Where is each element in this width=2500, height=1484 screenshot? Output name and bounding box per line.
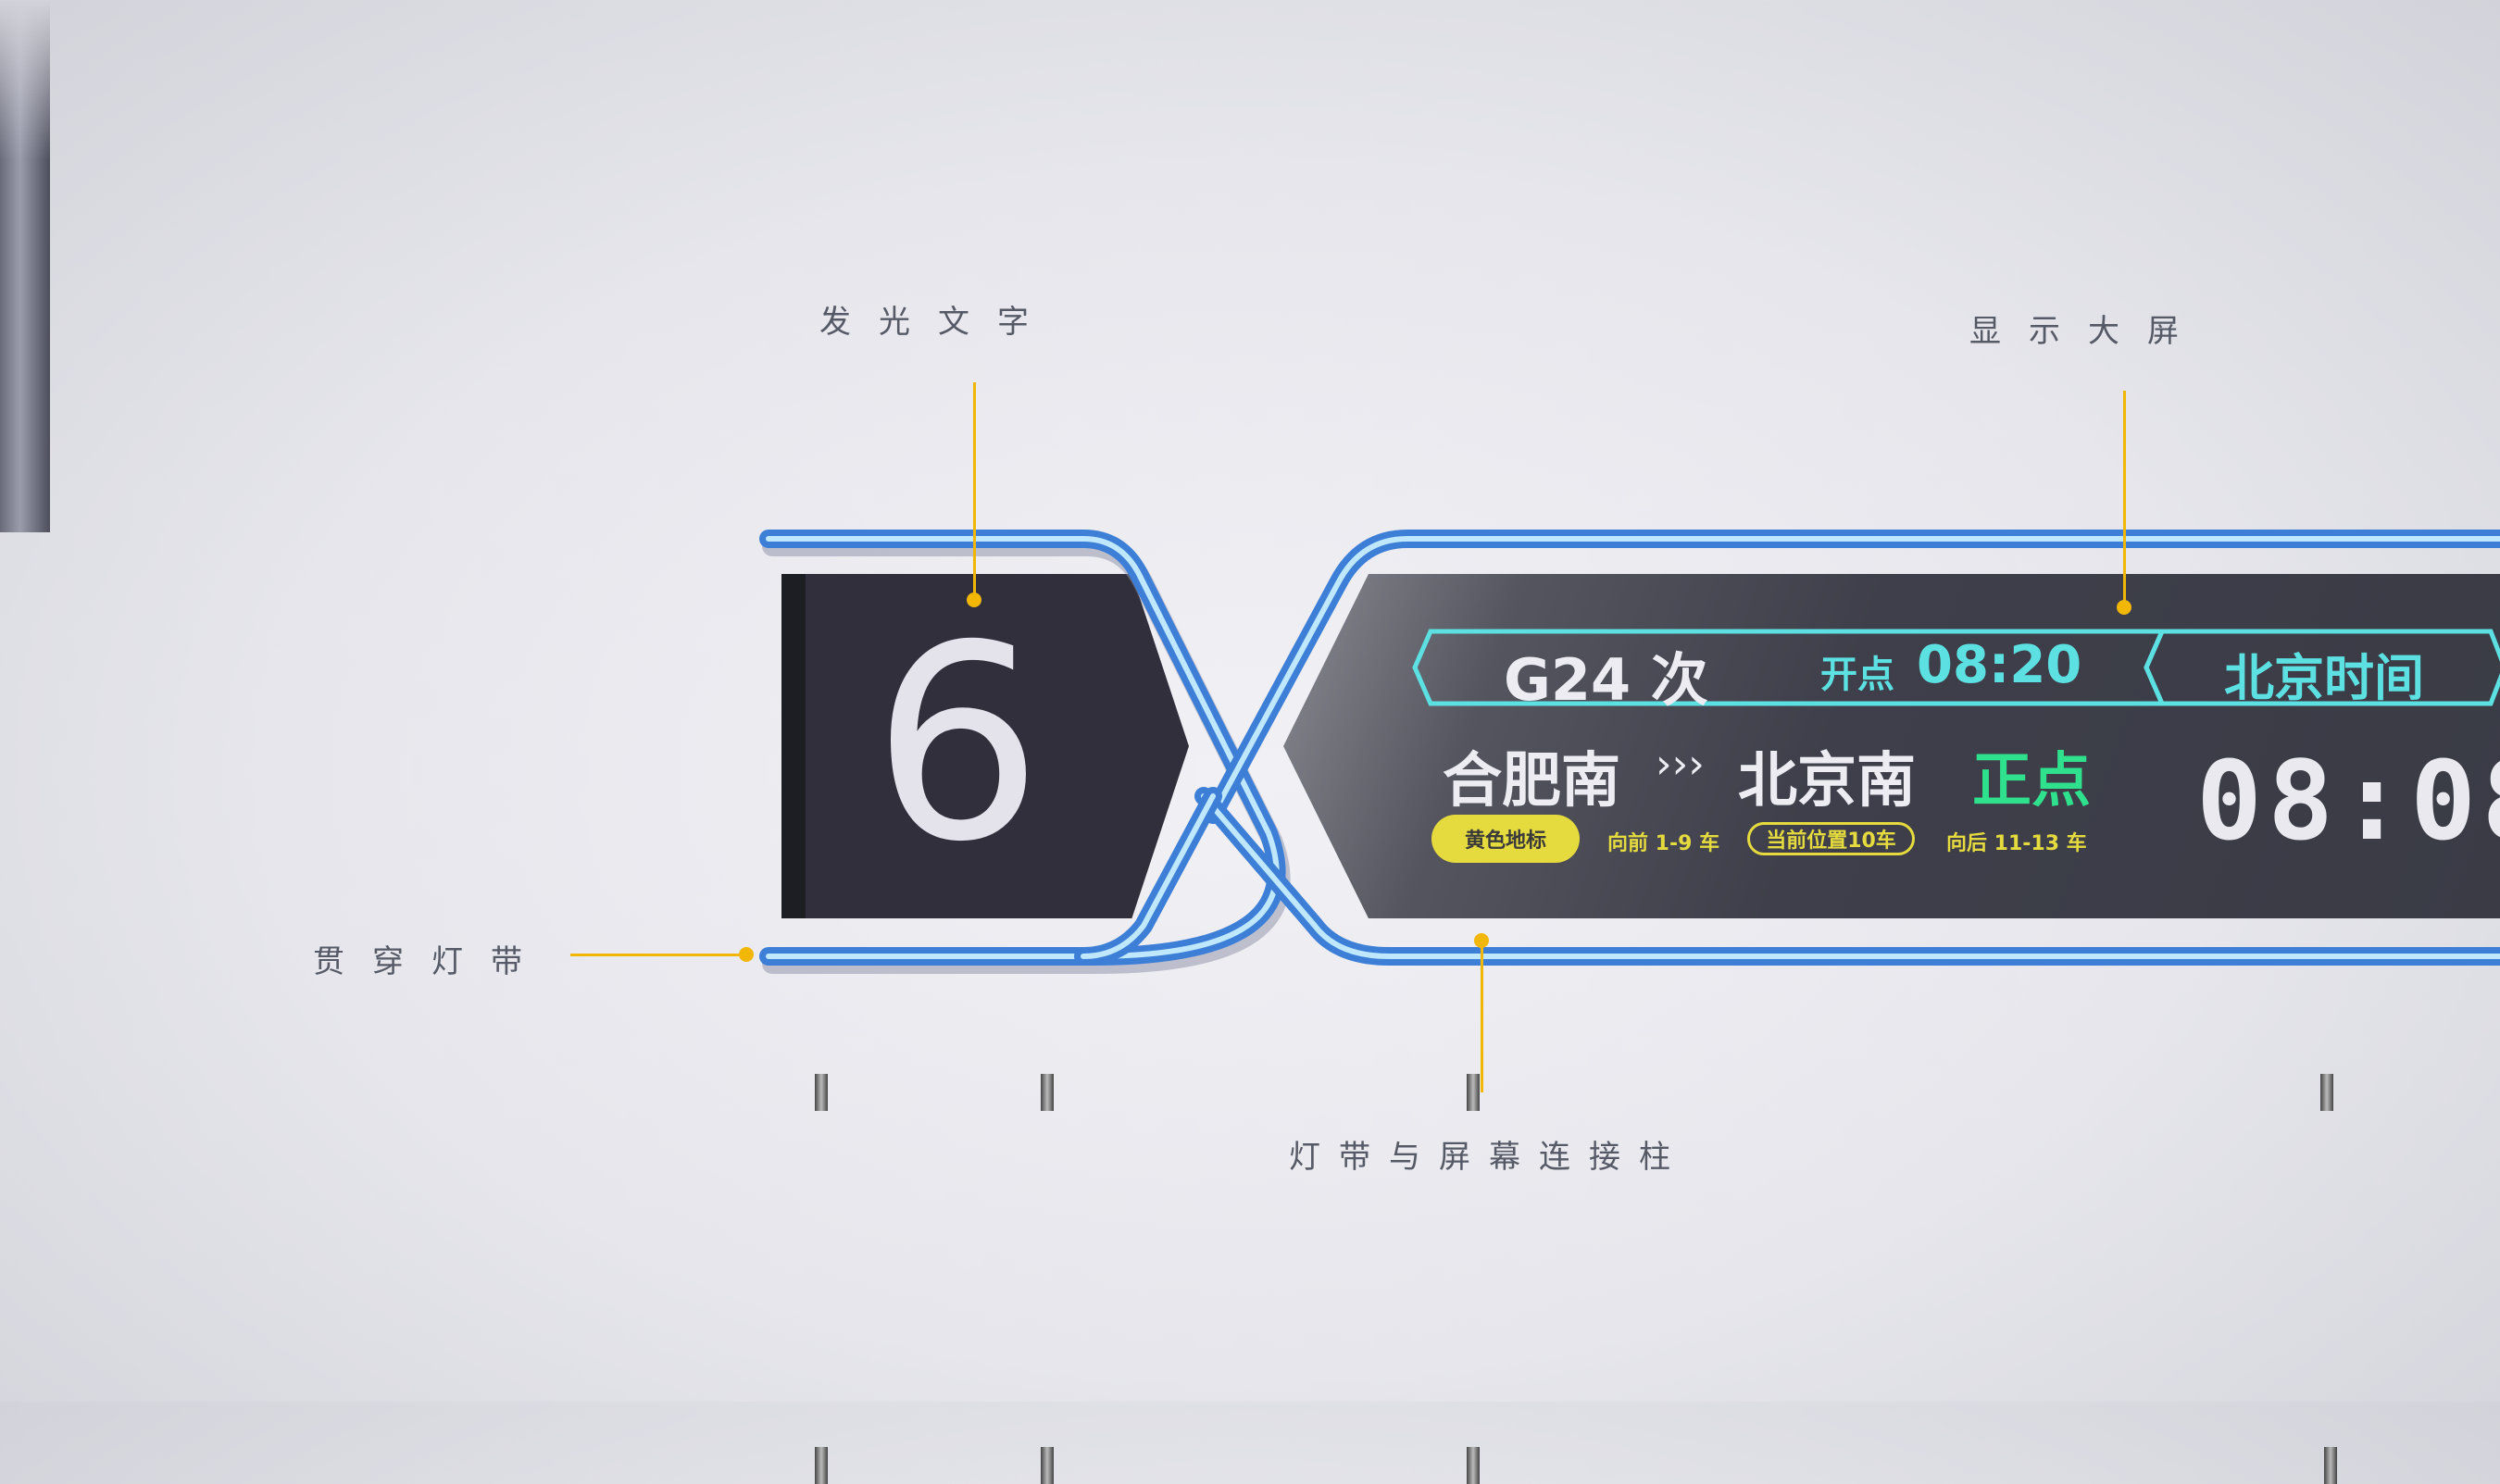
platform-number-sign: 6 xyxy=(781,574,1189,918)
callout-light-strip: 贯穿灯带 xyxy=(313,943,550,980)
callout-dot xyxy=(2117,600,2131,615)
backward-cars: 向后 11-13 车 xyxy=(1946,832,2087,855)
callout-glow-text: 发光文字 xyxy=(819,304,1056,341)
callout-display-screen: 显示大屏 xyxy=(1969,313,2206,350)
digital-clock: 08:08 xyxy=(2196,737,2500,865)
destination-station: 北京南 xyxy=(1738,747,1916,816)
forward-cars: 向前 1-9 车 xyxy=(1607,832,1720,855)
current-position: 当前位置10车 xyxy=(1747,822,1915,855)
marker-pill: 黄色地标 xyxy=(1431,815,1580,863)
callout-dot xyxy=(967,592,981,607)
light-strip-tubes xyxy=(759,530,2500,974)
left-tube xyxy=(762,536,1291,974)
callout-dot xyxy=(739,947,754,962)
origin-station: 合肥南 xyxy=(1443,747,1620,816)
clock-label: 北京时间 xyxy=(2224,649,2424,707)
status: 正点 xyxy=(1972,747,2091,816)
train-number: G24 次 xyxy=(1504,646,1708,714)
departure-time: 08:20 xyxy=(1917,635,2082,695)
callout-connector-post: 灯带与屏幕连接柱 xyxy=(1289,1139,1689,1176)
route-arrow: ››› xyxy=(1656,741,1705,788)
departure-label: 开点 xyxy=(1820,654,1894,696)
callout-dot xyxy=(1474,933,1489,948)
platform-number: 6 xyxy=(871,589,1044,901)
ceiling-pole xyxy=(0,0,50,532)
clock-banner-frame xyxy=(2144,629,2500,706)
